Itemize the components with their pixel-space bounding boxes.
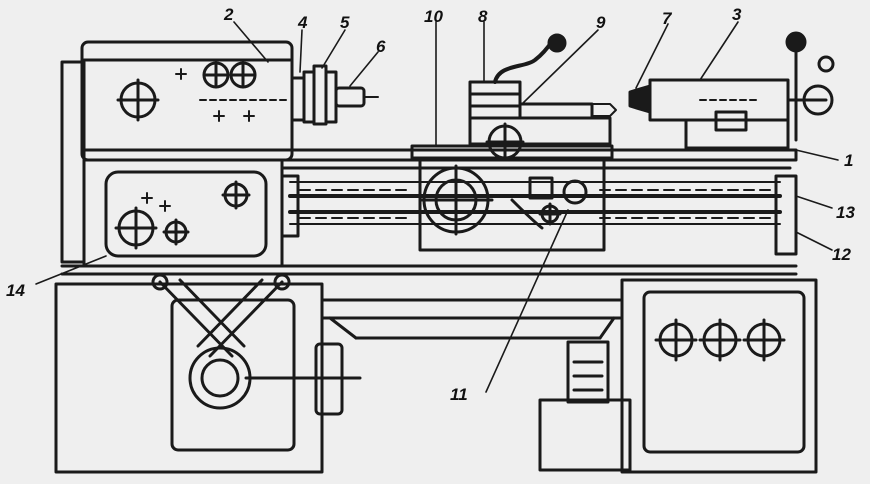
label-7: 7 xyxy=(662,9,672,28)
label-14: 14 xyxy=(6,281,25,300)
carriage xyxy=(410,116,614,162)
spindle-pulley xyxy=(290,64,379,126)
label-2: 2 xyxy=(224,5,234,24)
label-13: 13 xyxy=(836,203,855,222)
label-6: 6 xyxy=(376,37,386,56)
chip-tray xyxy=(320,298,622,340)
label-4: 4 xyxy=(298,13,308,32)
label-3: 3 xyxy=(732,5,742,24)
apron xyxy=(418,156,606,252)
left-pedestal xyxy=(54,273,362,474)
label-5: 5 xyxy=(340,13,350,32)
label-9: 9 xyxy=(596,13,606,32)
feed-gearbox xyxy=(82,158,284,268)
label-1: 1 xyxy=(844,151,854,170)
label-8: 8 xyxy=(478,7,488,26)
label-11: 11 xyxy=(450,385,468,404)
tailstock xyxy=(628,31,835,150)
tool-post xyxy=(468,33,617,120)
bed xyxy=(60,148,798,276)
leader-lines xyxy=(35,21,839,393)
right-pedestal xyxy=(538,278,818,474)
label-12: 12 xyxy=(832,245,851,264)
label-10: 10 xyxy=(424,7,443,26)
